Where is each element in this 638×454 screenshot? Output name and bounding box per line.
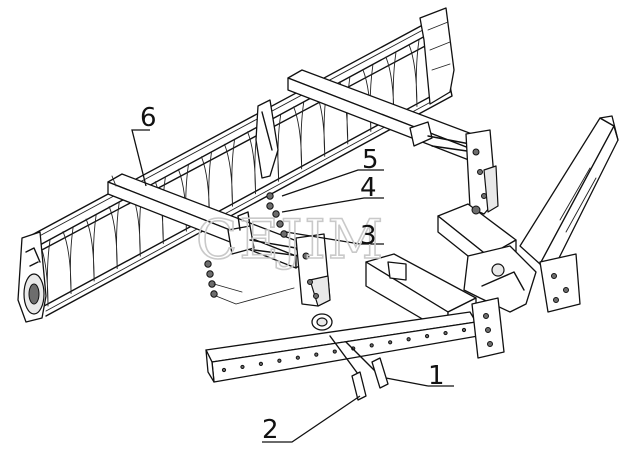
- roller-assembly: [17, 7, 455, 323]
- watermark-text: CEJIM: [196, 208, 385, 271]
- callout-2: 2: [262, 415, 279, 445]
- callout-4: 4: [360, 173, 377, 203]
- frame-hole: [277, 358, 282, 363]
- frame-hole: [221, 367, 227, 373]
- fastener-set: [204, 192, 295, 305]
- callout-leaders: [131, 129, 454, 443]
- frame-hole: [424, 334, 430, 339]
- roller-rib: [62, 227, 74, 294]
- frame-hole: [443, 330, 448, 336]
- left-hinge-bracket: [227, 211, 331, 307]
- tow-frame: [205, 115, 619, 383]
- roller-rib: [108, 202, 120, 270]
- frame-hole: [295, 355, 300, 360]
- frame-hole: [461, 327, 467, 333]
- frame-hole: [314, 352, 319, 357]
- right-hinge-bracket: [409, 121, 499, 215]
- pins: [329, 335, 389, 401]
- callout-6: 6: [140, 103, 157, 133]
- roller-rib: [293, 102, 305, 170]
- roller-rib: [224, 139, 235, 207]
- frame-hole: [332, 349, 337, 354]
- frame-hole: [369, 343, 374, 348]
- frame-hole: [258, 361, 264, 366]
- frame-hole: [406, 337, 411, 342]
- roller-rib: [408, 40, 420, 107]
- callout-1: 1: [428, 361, 445, 391]
- frame-hole: [388, 340, 393, 345]
- callout-3: 3: [360, 221, 377, 251]
- frame-hole: [240, 364, 245, 370]
- roller-rib: [85, 214, 97, 282]
- callout-5: 5: [362, 145, 379, 175]
